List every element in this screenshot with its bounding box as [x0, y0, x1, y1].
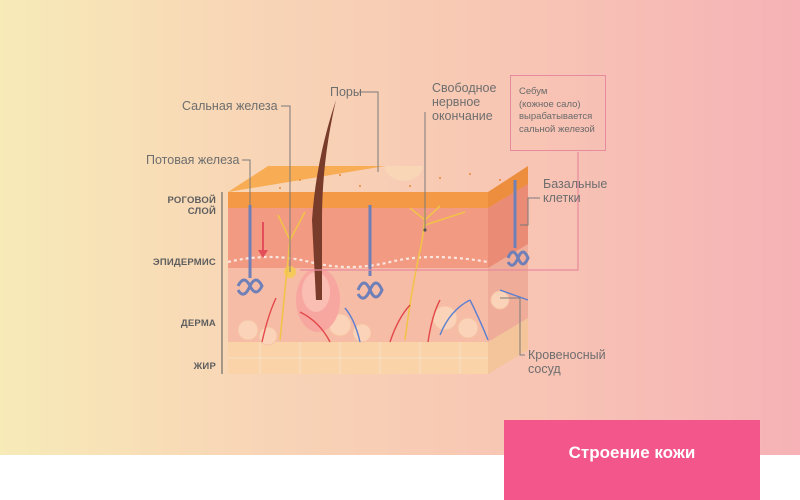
corneum-top — [228, 166, 385, 192]
layer-epidermis-label: ЭПИДЕРМИС — [152, 257, 216, 268]
basal-cells-label-2: клетки — [543, 191, 581, 205]
epidermis-block — [228, 184, 528, 268]
note-line-3: вырабатывается — [519, 111, 593, 122]
corneum-dots — [279, 173, 501, 189]
layer-fat-label: ЖИР — [193, 361, 216, 372]
layer-dermis-label: ДЕРМА — [180, 318, 216, 329]
leader-dots — [423, 228, 427, 232]
free-nerve-label-1: Свободное — [432, 81, 497, 95]
sweat-gland-label: Потовая железа — [146, 153, 240, 167]
layer-corneum-label: РОГОВОЙ СЛОЙ — [150, 195, 216, 217]
red-arrow-head — [258, 250, 268, 258]
pore-opening — [385, 166, 423, 181]
title-badge: Строение кожи — [504, 420, 760, 500]
layer-corneum-line-1: РОГОВОЙ — [167, 195, 216, 206]
corneum-side — [488, 166, 528, 208]
epidermis-side — [488, 184, 528, 268]
free-nerve-label-3: окончание — [432, 109, 493, 123]
free-nerve-label-2: нервное — [432, 95, 481, 109]
layer-corneum-line-2: СЛОЙ — [187, 206, 216, 217]
title-badge-text: Строение кожи — [568, 443, 696, 462]
note-line-1: Себум — [519, 86, 548, 97]
note-line-2: (кожное сало) — [519, 98, 581, 110]
basal-cells-label-1: Базальные — [543, 177, 608, 191]
note-connector — [300, 152, 579, 271]
hair-shaft — [312, 100, 336, 300]
sebum-note-box: Себум (кожное сало) вырабатывается сальн… — [510, 75, 606, 151]
blood-vessel-label-2: сосуд — [528, 362, 561, 376]
fat-side — [488, 318, 528, 374]
dermis-fat-globules — [237, 290, 510, 346]
corneum-front — [228, 192, 488, 208]
note-line-4: сальной железой — [519, 123, 595, 135]
blood-vessel-label-1: Кровеносный — [528, 348, 606, 362]
blood-vessels-blue — [344, 289, 529, 343]
sebaceous-gland-label: Сальная железа — [182, 99, 278, 113]
pores-label: Поры — [330, 85, 362, 99]
fat-cells — [228, 342, 488, 374]
sweat-gland-coils — [236, 180, 530, 300]
blood-vessels-red — [261, 297, 441, 343]
leader-lines — [242, 91, 540, 356]
